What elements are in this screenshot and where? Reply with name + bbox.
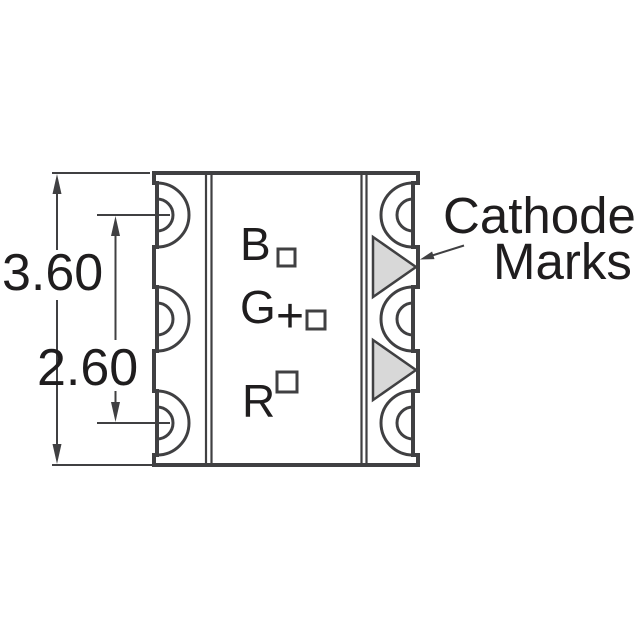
leader-line [428, 244, 465, 258]
notch-outer-arc [156, 389, 191, 457]
notch-outer-arc [156, 181, 191, 249]
right-terminal-notches [379, 181, 414, 457]
notch-inner-arc [395, 197, 414, 233]
chip-square-red [275, 370, 299, 394]
chip-square-green [305, 309, 327, 331]
notch-inner-arc [156, 197, 175, 233]
dimension-arrow-down-icon [111, 402, 120, 422]
dimension-arrow-up-icon [111, 216, 120, 236]
notch-outer-arc [379, 389, 414, 457]
notch-inner-arc [395, 301, 414, 337]
dimension-terminal-span: 2.60 [37, 216, 138, 422]
dimension-label-terminal-span: 2.60 [37, 339, 138, 397]
body-separator-lines [204, 175, 368, 463]
dimension-label-overall: 3.60 [2, 244, 103, 302]
cathode-mark-triangle-icon [371, 234, 419, 300]
extension-lines [52, 172, 170, 466]
notch-inner-arc [156, 301, 175, 337]
cathode-mark-triangle-icon [371, 337, 419, 403]
package-outline [152, 171, 420, 467]
dimension-arrow-up-icon [52, 174, 62, 194]
notch-inner-arc [156, 405, 175, 441]
cathode-marks-label-line1: Cathode [443, 187, 636, 244]
cathode-annotation: Cathode Marks [420, 187, 636, 290]
channel-label-blue: B [240, 218, 271, 270]
notch-outer-arc [379, 181, 414, 249]
chip-square-blue [276, 247, 297, 268]
channel-label-green: G [240, 281, 276, 333]
dimension-arrow-down-icon [52, 444, 62, 464]
channel-label-red: R [242, 375, 275, 427]
dimension-overall-height: 3.60 [2, 174, 103, 464]
notch-inner-arc [395, 405, 414, 441]
channel-markings: B G + R [240, 218, 327, 427]
polarity-plus-mark: + [276, 290, 304, 343]
cathode-marks-label-line2: Marks [493, 233, 632, 290]
leader-arrowhead-icon [420, 251, 435, 260]
cathode-marks [371, 234, 419, 403]
notch-outer-arc [379, 285, 414, 353]
notch-outer-arc [156, 285, 191, 353]
left-terminal-notches [156, 181, 191, 457]
